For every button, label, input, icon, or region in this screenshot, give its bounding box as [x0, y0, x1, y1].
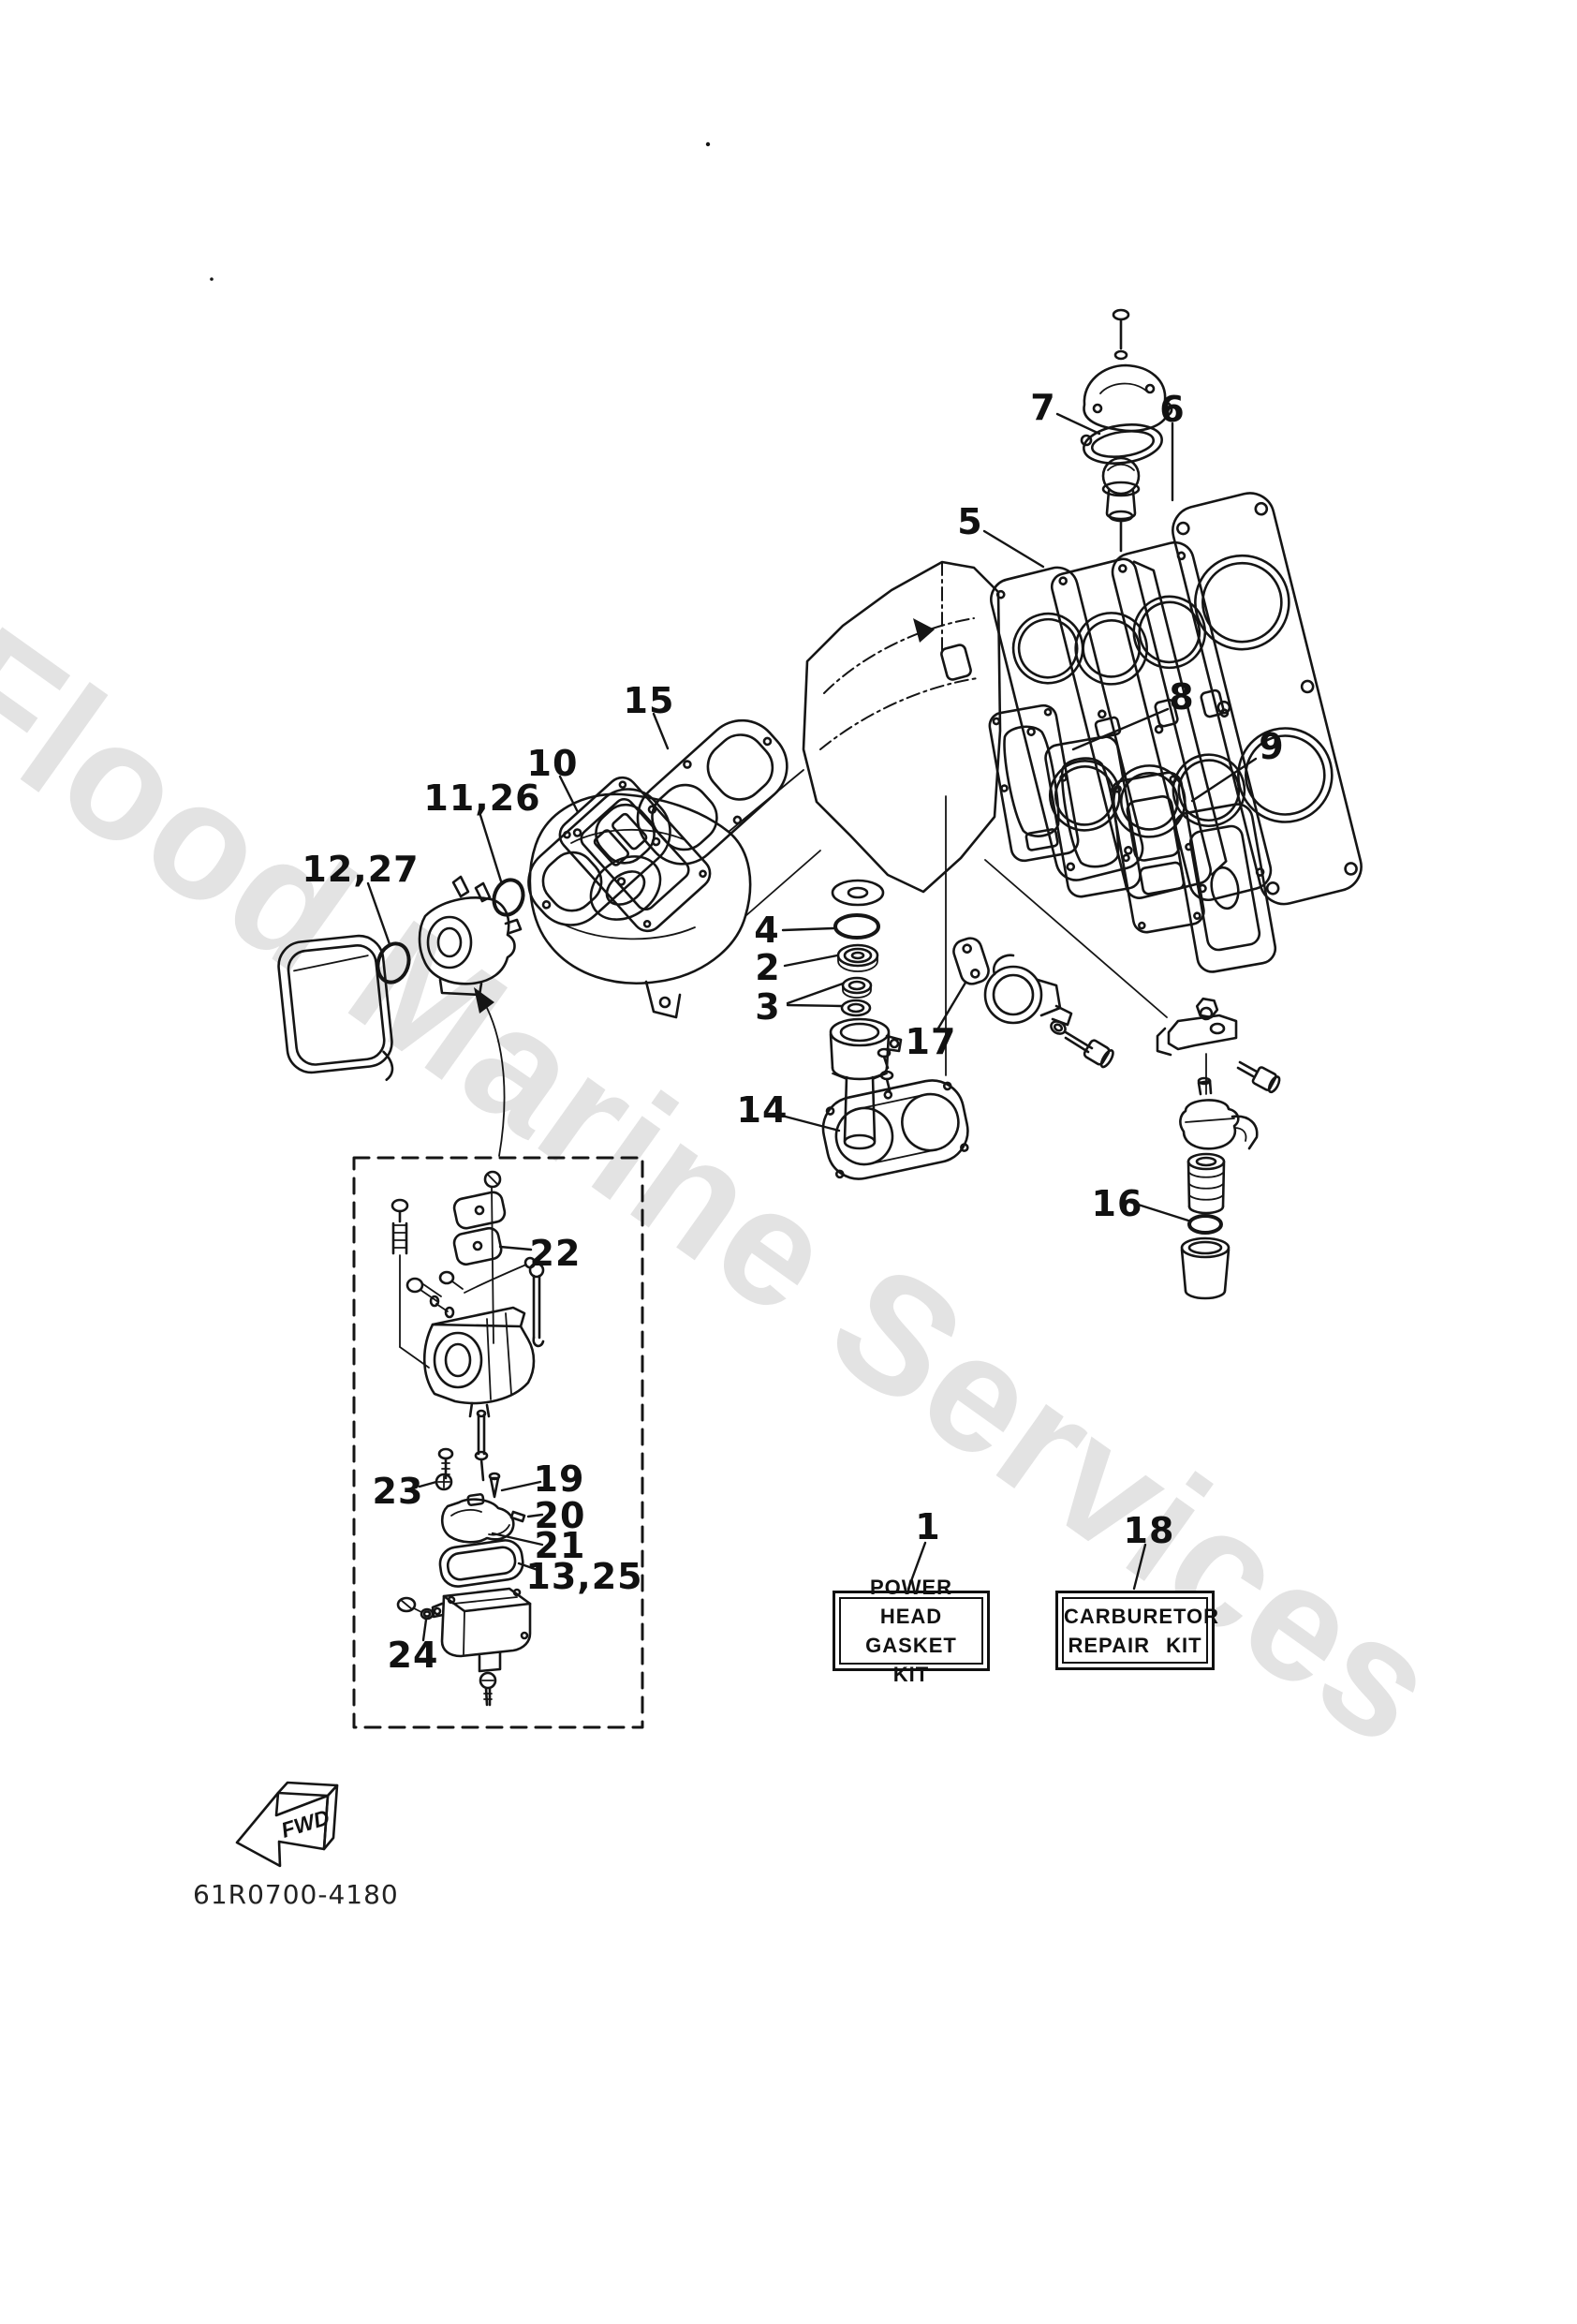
- seal-stack-drawing: [831, 879, 885, 1017]
- kit-label-line: REPAIR KIT: [1068, 1633, 1202, 1657]
- carburetor-exploded-drawing: [391, 1170, 545, 1707]
- power-head-gasket-kit-box: POWER HEAD GASKET KIT: [833, 1576, 990, 1686]
- fuel-pump-17-drawing: [952, 937, 1114, 1069]
- drawing-number: 61R0700-4180: [193, 1879, 399, 1910]
- part-label-8: 8: [1169, 676, 1195, 718]
- silencer-box-drawing: [277, 934, 394, 1082]
- intake-gasket-10-drawing: [527, 788, 671, 926]
- intake-gasket-15-drawing: [636, 718, 788, 866]
- carburetor-assembled-drawing: [418, 875, 523, 997]
- exhaust-outer-cover-drawing: [1172, 803, 1277, 973]
- carburetor-detail-box: [352, 1156, 644, 1729]
- part-label-22: 22: [529, 1233, 582, 1274]
- part-label-7: 7: [1030, 387, 1056, 428]
- leader-lines: [366, 412, 1258, 1642]
- carburetor-repair-kit-box: CARBURETOR REPAIR KIT: [1055, 1591, 1220, 1670]
- fuel-filter-group-drawing: [1156, 997, 1281, 1300]
- power-head-gasket-kit-inner: POWER HEAD GASKET KIT: [839, 1576, 983, 1686]
- exhaust-inner-cover-8-drawing: [988, 703, 1080, 863]
- part-label-9: 9: [1259, 726, 1285, 767]
- part-label-14: 14: [736, 1089, 788, 1131]
- part-label-21: 21: [534, 1525, 586, 1566]
- part-label-18: 18: [1123, 1510, 1175, 1551]
- part-label-23: 23: [372, 1471, 424, 1512]
- part-label-17: 17: [905, 1021, 957, 1062]
- part-label-20: 20: [534, 1495, 586, 1536]
- part-label-13-25: 13,25: [525, 1556, 643, 1597]
- part-label-16: 16: [1091, 1183, 1143, 1224]
- part-label-3: 3: [755, 986, 781, 1028]
- carburetor-repair-kit-inner: CARBURETOR REPAIR KIT: [1062, 1597, 1220, 1664]
- fwd-arrow-icon: FWD: [235, 1781, 339, 1868]
- part-label-1: 1: [915, 1506, 941, 1547]
- cylinder-head-cover-drawing: [1172, 492, 1363, 906]
- o-ring-11-26-drawing: [492, 878, 525, 917]
- detail-arrow-head: [474, 987, 494, 1014]
- head-cover-gasket-6-drawing: [1111, 540, 1273, 901]
- part-label-24: 24: [387, 1635, 439, 1676]
- part-label-15: 15: [623, 680, 675, 721]
- part-label-11-26: 11,26: [423, 777, 541, 819]
- kit-label-line: CARBURETOR: [1064, 1604, 1220, 1628]
- crankcase-block-drawing: [528, 560, 1002, 1019]
- exhaust-gasket-drawing: [1044, 735, 1142, 898]
- part-label-6: 6: [1159, 389, 1186, 430]
- o-ring-12-27-drawing: [376, 941, 411, 984]
- kit-label-line: GASKET KIT: [865, 1634, 957, 1686]
- scan-speck: [210, 277, 214, 281]
- part-label-10: 10: [526, 743, 579, 784]
- part-label-4: 4: [754, 910, 780, 951]
- thermostat-group-drawing: [1080, 308, 1173, 553]
- oil-seal-housing-drawing: [829, 1017, 903, 1150]
- kit-label-line: POWER HEAD: [869, 1576, 953, 1628]
- scan-speck: [705, 141, 711, 147]
- part-label-19: 19: [533, 1458, 585, 1500]
- part-label-5: 5: [957, 501, 983, 542]
- part-label-2: 2: [755, 947, 781, 988]
- upper-casing-gasket-14-drawing: [821, 1079, 969, 1180]
- detail-arrow: [486, 1007, 506, 1157]
- assembly-line: [984, 859, 1168, 1018]
- part-label-12-27: 12,27: [302, 849, 420, 890]
